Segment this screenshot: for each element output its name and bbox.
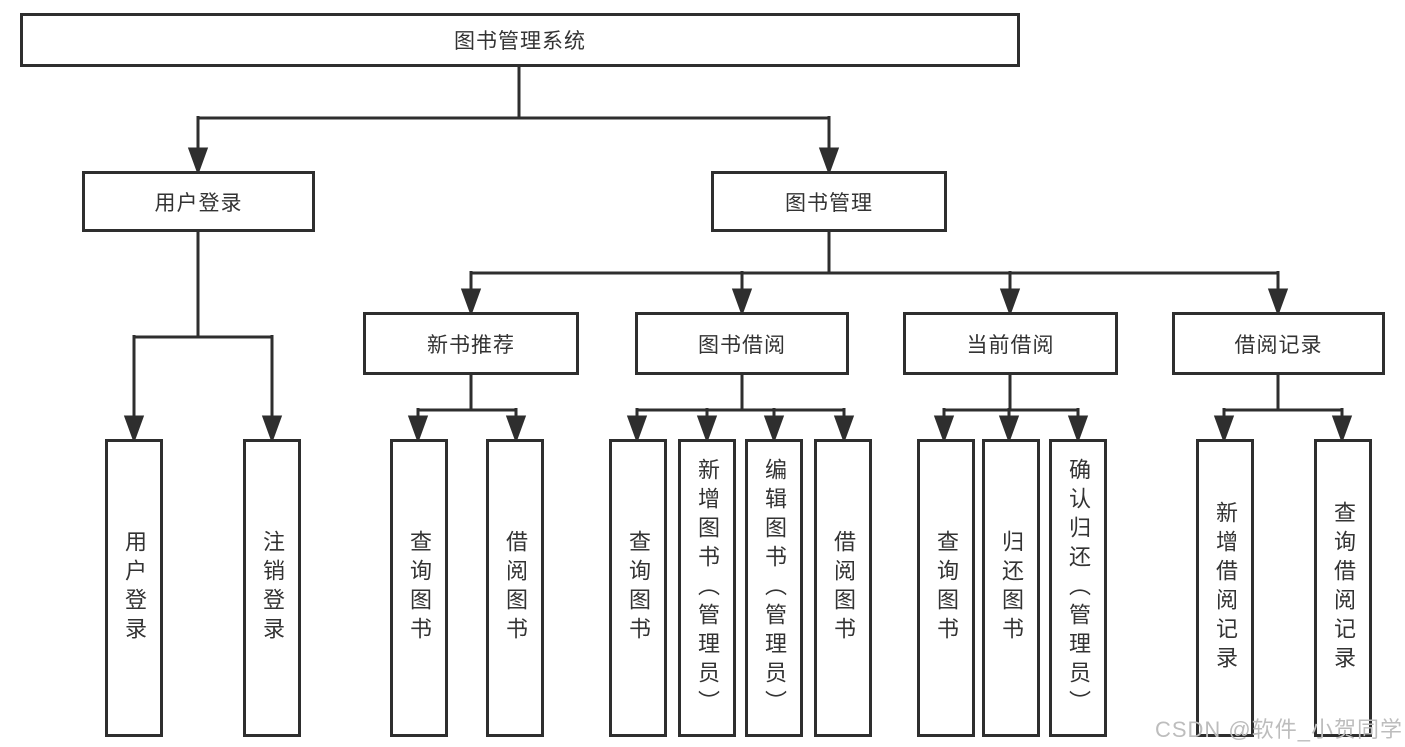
node-current-borrowing: 当前借阅 xyxy=(903,312,1118,375)
node-label: 借阅记录 xyxy=(1234,333,1323,357)
connector-borrowing-to-leaves xyxy=(626,374,855,444)
node-borrowing-records: 借阅记录 xyxy=(1172,312,1385,375)
leaf-label: 借阅图书 xyxy=(831,530,856,646)
leaf-label: 查询图书 xyxy=(626,530,651,646)
node-label: 图书借阅 xyxy=(698,333,786,357)
connector-current-to-leaves xyxy=(933,374,1089,444)
node-label: 当前借阅 xyxy=(966,333,1055,357)
node-label: 图书管理 xyxy=(785,191,873,215)
leaf-label: 新增图书（管理员） xyxy=(695,457,720,719)
node-user-login: 用户登录 xyxy=(82,171,315,232)
leaf-query-books-borrowing: 查询图书 xyxy=(609,439,667,737)
connector-bookmgmt-to-level3 xyxy=(460,231,1289,317)
connector-newrec-to-leaves xyxy=(407,374,527,444)
leaf-edit-books-admin: 编辑图书（管理员） xyxy=(745,439,803,737)
leaf-label: 确认归还（管理员） xyxy=(1066,457,1091,719)
leaf-label: 注销登录 xyxy=(260,530,285,646)
leaf-label: 查询借阅记录 xyxy=(1331,501,1356,675)
csdn-watermark: CSDN @软件_小贺同学 xyxy=(1154,717,1403,742)
leaf-query-books-current: 查询图书 xyxy=(917,439,975,737)
leaf-borrow-books-borrowing: 借阅图书 xyxy=(814,439,872,737)
leaf-query-books-recommend: 查询图书 xyxy=(390,439,448,737)
leaf-label: 借阅图书 xyxy=(503,530,528,646)
leaf-confirm-return-admin: 确认归还（管理员） xyxy=(1049,439,1107,737)
leaf-label: 归还图书 xyxy=(999,530,1024,646)
leaf-return-books: 归还图书 xyxy=(982,439,1040,737)
connector-userlogin-to-leaves xyxy=(123,231,283,444)
node-book-borrowing: 图书借阅 xyxy=(635,312,849,375)
leaf-borrow-books-recommend: 借阅图书 xyxy=(486,439,544,737)
connector-root-to-level2 xyxy=(187,66,840,176)
leaf-add-borrow-record: 新增借阅记录 xyxy=(1196,439,1254,737)
node-new-book-recommendation: 新书推荐 xyxy=(363,312,579,375)
leaf-label: 用户登录 xyxy=(122,530,147,646)
leaf-logout: 注销登录 xyxy=(243,439,301,737)
node-label: 图书管理系统 xyxy=(454,30,586,53)
leaf-query-borrow-record: 查询借阅记录 xyxy=(1314,439,1372,737)
leaf-label: 新增借阅记录 xyxy=(1213,501,1238,675)
node-library-management-system: 图书管理系统 xyxy=(20,13,1020,67)
node-label: 新书推荐 xyxy=(427,333,515,357)
leaf-label: 查询图书 xyxy=(934,530,959,646)
leaf-label: 编辑图书（管理员） xyxy=(762,457,787,719)
leaf-user-login: 用户登录 xyxy=(105,439,163,737)
leaf-add-books-admin: 新增图书（管理员） xyxy=(678,439,736,737)
node-book-management: 图书管理 xyxy=(711,171,947,232)
connector-records-to-leaves xyxy=(1213,374,1353,444)
node-label: 用户登录 xyxy=(154,191,243,215)
leaf-label: 查询图书 xyxy=(407,530,432,646)
